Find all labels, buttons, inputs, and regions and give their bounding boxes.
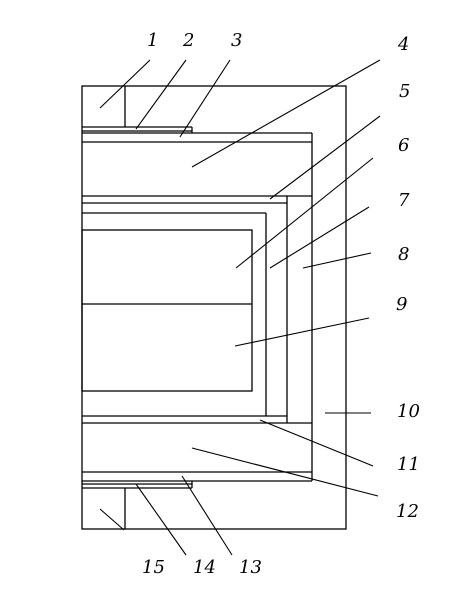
leader-3 [179,59,231,138]
callout-2: 2 [182,30,194,51]
leader-5 [269,115,381,200]
leader-4 [191,59,381,168]
leader-11 [259,419,374,467]
callout-11: 11 [397,454,420,475]
callout-9: 9 [396,294,407,315]
callout-1: 1 [147,30,158,51]
callout-12: 12 [396,501,419,522]
leader-15 [99,508,125,531]
structure [81,85,347,530]
central-block [81,229,253,392]
leader-8 [302,252,372,269]
callout-3: 3 [231,30,242,51]
leader-12 [191,447,379,497]
callout-4: 4 [397,34,409,55]
leader-13 [181,475,233,556]
callout-8: 8 [398,244,409,265]
outer-housing [81,85,347,530]
callout-7: 7 [398,190,410,211]
leader-lines [99,59,381,556]
leader-7 [269,206,370,269]
callout-10: 10 [397,401,420,422]
leader-9 [234,317,370,347]
callout-14: 14 [193,557,216,578]
leader-14 [135,483,187,556]
callout-6: 6 [398,135,409,156]
callout-5: 5 [399,81,410,102]
callout-13: 13 [239,557,262,578]
callout-15: 15 [142,557,165,578]
leader-1 [99,59,151,109]
leader-6 [235,157,374,269]
callout-numbers: 1 2 3 4 5 6 7 8 9 10 11 12 13 14 15 [142,30,420,578]
leader-2 [135,59,187,130]
